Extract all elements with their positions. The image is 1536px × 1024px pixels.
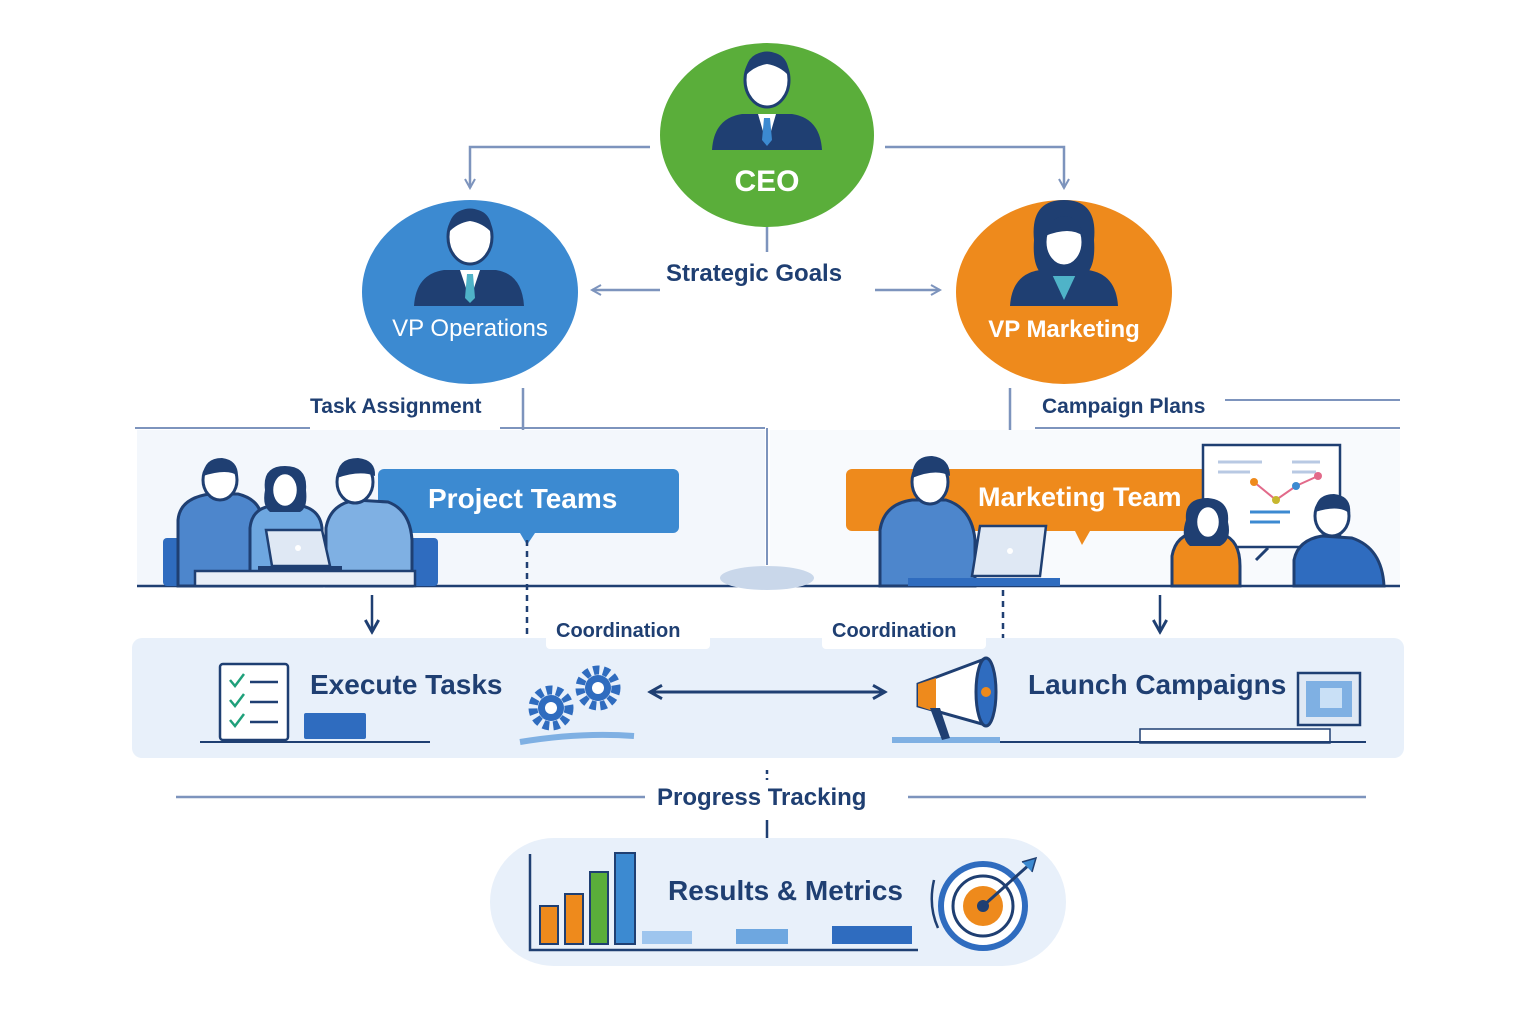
- bar-chart-icon: [528, 852, 918, 952]
- results-metrics-label: Results & Metrics: [668, 875, 903, 906]
- laptop-icon: [258, 528, 342, 572]
- ceo-node: [660, 43, 874, 227]
- vp-operations-node: [362, 200, 578, 384]
- vp-marketing-label: VP Marketing: [988, 316, 1140, 343]
- execute-tasks-label: Execute Tasks: [310, 669, 503, 700]
- person-icon: [1010, 200, 1118, 306]
- coordination-left-label: Coordination: [556, 620, 681, 642]
- marketing-team-label: Marketing Team: [978, 482, 1182, 512]
- task-assignment-label: Task Assignment: [310, 395, 482, 418]
- marketing-worker-icon: [878, 456, 1060, 588]
- target-icon: [930, 856, 1038, 951]
- team-action-connectors: [372, 540, 1160, 652]
- progress-tracking-label: Progress Tracking: [657, 784, 867, 811]
- audience-icon: [1170, 494, 1386, 588]
- campaign-plans-label: Campaign Plans: [1042, 395, 1206, 418]
- coordination-right-label: Coordination: [832, 620, 957, 642]
- person-icon: [414, 208, 524, 306]
- project-teams-box: [378, 469, 679, 545]
- person-icon: [712, 51, 822, 150]
- megaphone-icon: [892, 656, 1000, 743]
- project-teams-label: Project Teams: [428, 483, 618, 514]
- vp-marketing-node: [956, 200, 1172, 384]
- launch-campaigns-label: Launch Campaigns: [1028, 669, 1287, 700]
- gears-icon: [519, 665, 635, 745]
- vp-operations-label: VP Operations: [392, 315, 548, 342]
- ceo-label: CEO: [734, 165, 800, 198]
- strategic-goals-label: Strategic Goals: [666, 260, 843, 287]
- checklist-icon: [200, 662, 430, 743]
- team-meeting-icon: [163, 458, 438, 588]
- monitor-icon: [1000, 671, 1366, 744]
- ceo-connectors: [135, 145, 1400, 565]
- laptop-icon: [970, 524, 1048, 578]
